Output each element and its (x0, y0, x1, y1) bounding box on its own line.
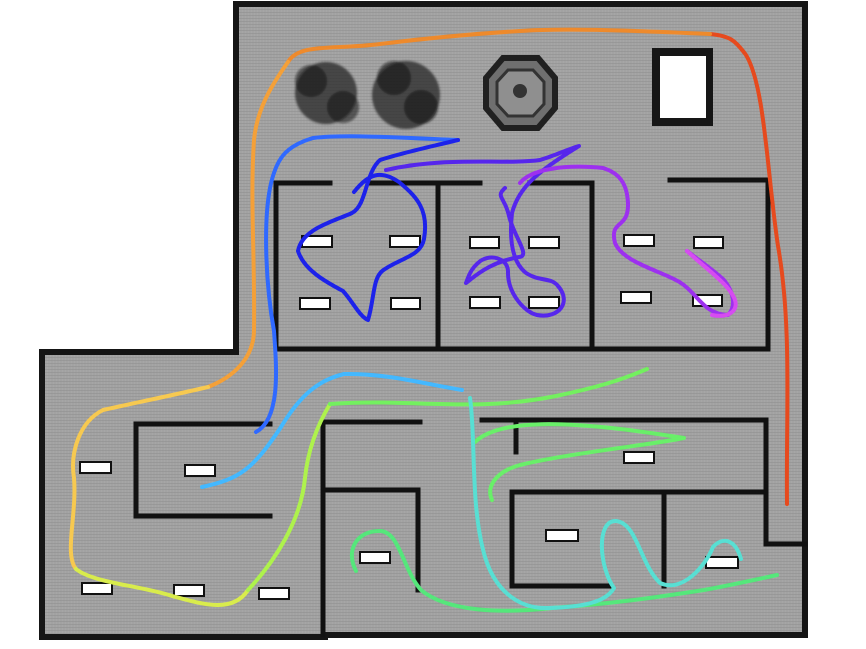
trajectory-segment (685, 249, 738, 318)
desk (693, 236, 724, 249)
trajectory-segment (384, 144, 581, 318)
trajectory-segment (708, 32, 790, 506)
trajectory-segment (328, 367, 649, 407)
desk (258, 587, 290, 600)
trajectory-segment (296, 138, 460, 322)
trajectory-segment (254, 134, 460, 434)
desk (469, 296, 501, 309)
desk (389, 235, 421, 248)
trajectory (68, 27, 790, 613)
desk (81, 582, 113, 595)
desk (299, 297, 331, 310)
trajectory-segment (200, 371, 464, 489)
round-table (483, 55, 558, 131)
trajectory-segment (468, 396, 743, 611)
trajectory-segment (349, 528, 779, 613)
plant (295, 62, 359, 124)
desk (705, 556, 739, 569)
trajectory-segment (286, 27, 712, 64)
desk (184, 464, 216, 477)
obstacles (295, 48, 713, 131)
desk (623, 234, 655, 247)
desk (469, 236, 500, 249)
desk (173, 584, 205, 597)
plant (372, 61, 440, 129)
trajectory-segment (74, 567, 250, 607)
trajectory-segment (473, 422, 686, 502)
trajectory-segment (206, 60, 290, 389)
desk (528, 236, 560, 249)
desk (545, 529, 579, 542)
desk (359, 551, 391, 564)
trajectory-segment (246, 402, 332, 592)
desk (620, 291, 652, 304)
desk (528, 296, 560, 309)
cabinet (652, 48, 713, 126)
desk (79, 461, 112, 474)
desk (623, 451, 655, 464)
trajectory-segment (68, 385, 210, 571)
interior-walls (133, 177, 808, 638)
desk (390, 297, 421, 310)
furniture (79, 234, 739, 600)
